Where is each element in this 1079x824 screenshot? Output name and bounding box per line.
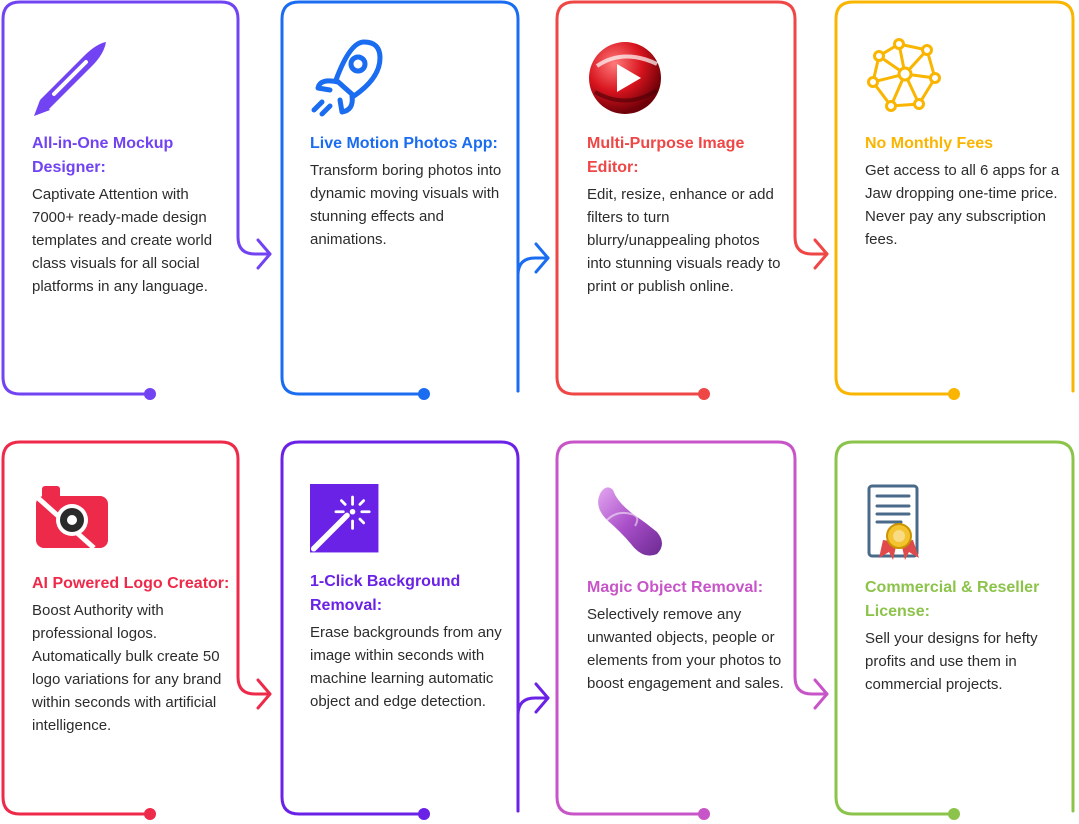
card-description: Transform boring photos into dynamic mov… (310, 162, 502, 248)
frame-dot (948, 808, 960, 820)
card-motion-photos: Live Motion Photos App: Transform boring… (310, 38, 510, 251)
card-description: Boost Authority with professional logos.… (32, 602, 222, 734)
play-sphere-icon (589, 42, 661, 114)
card-mockup-designer: All-in-One Mockup Designer: Captivate At… (32, 38, 232, 298)
card-description: Erase backgrounds from any image within … (310, 624, 502, 710)
card-image-editor: Multi-Purpose Image Editor: Edit, resize… (587, 38, 787, 298)
frame-dot (418, 808, 430, 820)
card-title: No Monthly Fees (865, 135, 994, 152)
connector-arrow-row1 (516, 242, 550, 393)
card-logo-creator: AI Powered Logo Creator: Boost Authority… (32, 478, 232, 737)
card-title: Commercial & Reseller License: (865, 579, 1040, 620)
frame-dot (144, 388, 156, 400)
magic-wand-icon (310, 484, 379, 553)
card-background-removal: 1-Click Background Removal: Erase backgr… (310, 484, 510, 713)
card-title: 1-Click Background Removal: (310, 573, 461, 614)
frame-dot (698, 388, 710, 400)
card-no-fees: No Monthly Fees Get access to all 6 apps… (865, 38, 1065, 251)
card-title: Live Motion Photos App: (310, 135, 498, 152)
certificate-icon (867, 484, 919, 560)
card-description: Get access to all 6 apps for a Jaw dropp… (865, 162, 1060, 248)
frame-dot (418, 388, 430, 400)
camera-lens-icon (36, 486, 108, 550)
card-title: All-in-One Mockup Designer: (32, 135, 174, 176)
card-object-removal: Magic Object Removal: Selectively remove… (587, 482, 787, 695)
infinity-ribbon-icon (598, 487, 662, 556)
card-description: Selectively remove any unwanted objects,… (587, 606, 784, 692)
frame-dot (698, 808, 710, 820)
network-nodes-icon (867, 38, 941, 112)
card-title: Magic Object Removal: (587, 579, 764, 596)
frame-dot (948, 388, 960, 400)
rocket-icon (311, 39, 383, 117)
connector-arrow-row2 (516, 682, 550, 813)
card-description: Captivate Attention with 7000+ ready-mad… (32, 186, 213, 295)
card-title: AI Powered Logo Creator: (32, 575, 230, 592)
card-description: Sell your designs for hefty profits and … (865, 630, 1038, 693)
card-commercial-license: Commercial & Reseller License: Sell your… (865, 482, 1065, 696)
feather-pen-icon (34, 42, 106, 116)
card-description: Edit, resize, enhance or add filters to … (587, 186, 781, 295)
frame-dot (144, 808, 156, 820)
card-title: Multi-Purpose Image Editor: (587, 135, 745, 176)
